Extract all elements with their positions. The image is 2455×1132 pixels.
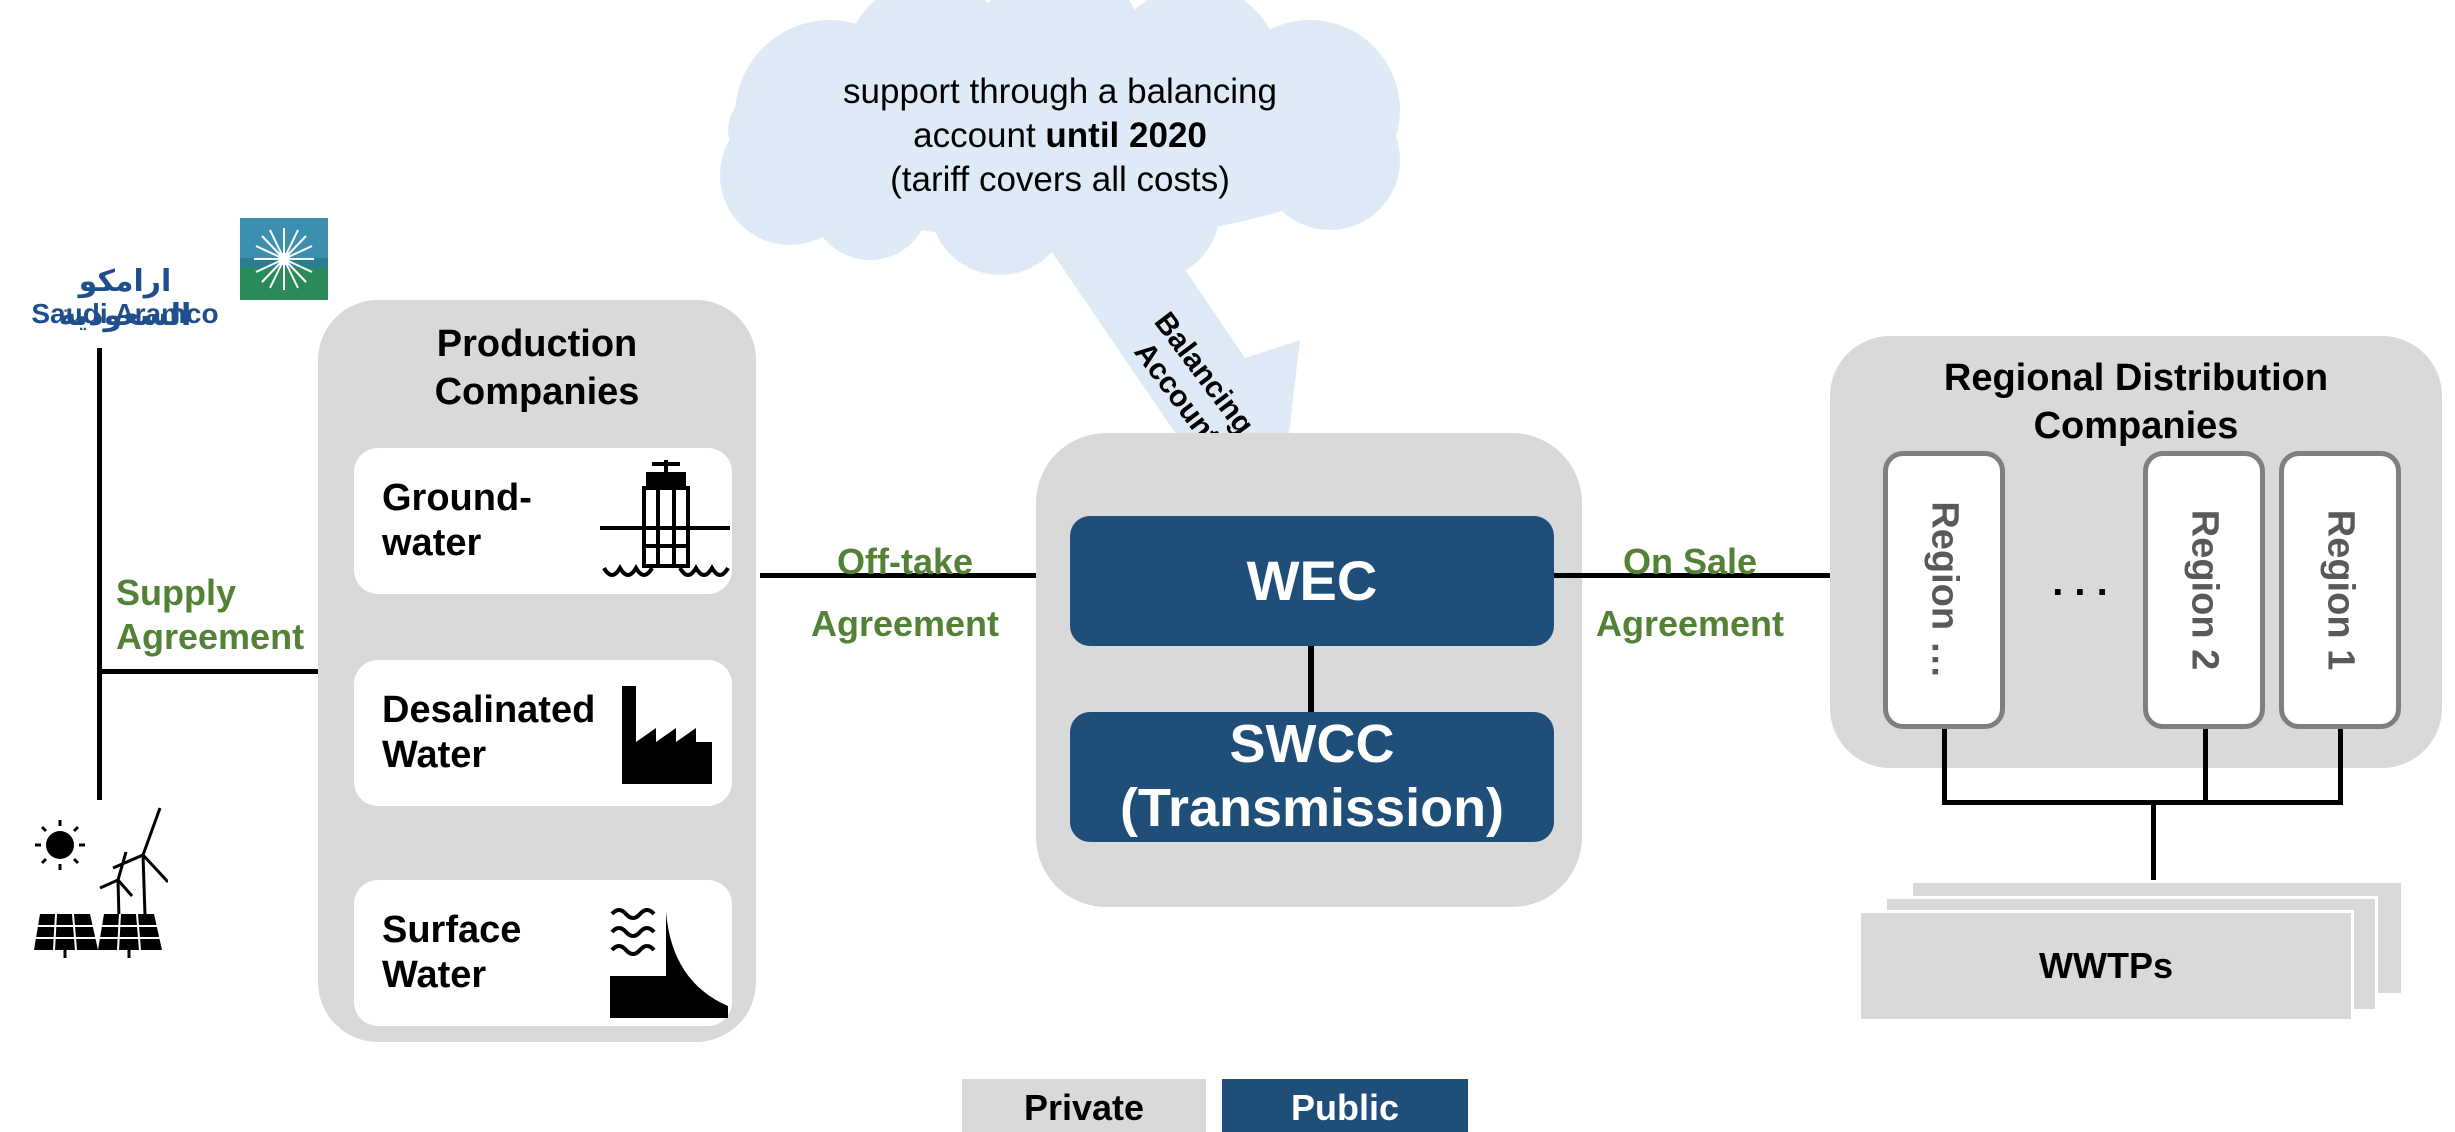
regional-title-line1: Regional Distribution [1943,357,2329,399]
offtake-line1: Off-take [836,541,974,582]
supply-agreement-line2: Agreement [116,616,305,657]
swcc-box: SWCC (Transmission) [1070,712,1554,842]
cloud-text-emphasis: until 2020 [1045,116,1207,155]
onsale-connection-line [1554,573,1840,578]
factory-icon [622,686,712,784]
aramco-latin-name: Saudi Aramco [31,298,219,329]
region-ellipsis-connector [1942,729,1947,804]
wwtps-box: WWTPs [1858,910,2354,1022]
regions-bus-line [1942,800,2343,805]
region-2-connector [2203,729,2208,804]
groundwater-line2: water [382,522,482,564]
region-ellipsis-box: Region … [1883,451,2005,729]
cloud-shape [720,0,1400,280]
offtake-line2: Agreement [810,603,1000,644]
legend-private: Private [962,1079,1206,1132]
surface-water-label: Surface Water [382,908,521,998]
well-pump-icon [600,460,730,577]
balancing-arrow-shape [1030,220,1300,493]
aramco-arabic-name: ارامكو السعودية [58,265,192,332]
region-1-label: Region 1 [2319,509,2362,671]
region-2-label: Region 2 [2183,509,2226,671]
cloud-text: support through a balancing account unti… [780,70,1340,202]
wind-turbine-icon [99,807,168,919]
supply-agreement-label: Supply Agreement [116,571,304,659]
desalinated-water-label: Desalinated Water [382,688,595,778]
groundwater-label: Ground- water [382,476,532,566]
wwtp-connector [2151,800,2156,880]
groundwater-line1: Ground- [382,477,532,519]
cloud-text-line3: (tariff covers all costs) [890,160,1230,199]
groundwater-card: Ground- water [354,448,732,594]
renewables-group [34,807,168,958]
production-title-line1: Production [436,323,638,365]
supply-vertical-line [97,348,102,800]
region-2-box: Region 2 [2143,451,2265,729]
offtake-agreement-label: Off-take Agreement [790,531,1020,655]
solar-panel-icon [34,913,162,958]
region-ellipsis-label: Region … [1923,501,1966,679]
regions-ellipsis: . . . [2052,560,2108,604]
swcc-line1: SWCC [1229,714,1395,774]
supply-agreement-line1: Supply [116,572,237,613]
region-1-connector [2338,729,2343,804]
wec-swcc-connector [1308,646,1314,712]
onsale-line1: On Sale [1622,541,1758,582]
cloud-text-line2: account until 2020 [913,116,1207,155]
supply-horizontal-line [97,669,319,674]
production-companies-panel: Production Companies Ground- water [318,300,756,1042]
desalinated-line2: Water [382,734,487,776]
regional-title-line2: Companies [2033,405,2239,447]
production-title-line2: Companies [434,371,640,413]
surface-water-line2: Water [382,954,487,996]
regional-distribution-title: Regional Distribution Companies [1830,354,2442,450]
dam-icon [610,902,728,1018]
cloud-text-line1: support through a balancing [843,72,1277,111]
production-companies-title: Production Companies [318,320,756,416]
surface-water-line1: Surface [382,909,522,951]
surface-water-card: Surface Water [354,880,732,1026]
swcc-line2: (Transmission) [1119,778,1505,838]
offtake-connection-line [760,573,1080,578]
legend-public: Public [1222,1079,1468,1132]
sun-icon [35,820,85,870]
onsale-line2: Agreement [1595,603,1785,644]
region-1-box: Region 1 [2279,451,2401,729]
desalinated-line1: Desalinated [382,689,596,731]
desalinated-water-card: Desalinated Water [354,660,732,806]
wec-box: WEC [1070,516,1554,646]
onsale-agreement-label: On Sale Agreement [1575,531,1805,655]
aramco-star-logo [240,218,328,300]
